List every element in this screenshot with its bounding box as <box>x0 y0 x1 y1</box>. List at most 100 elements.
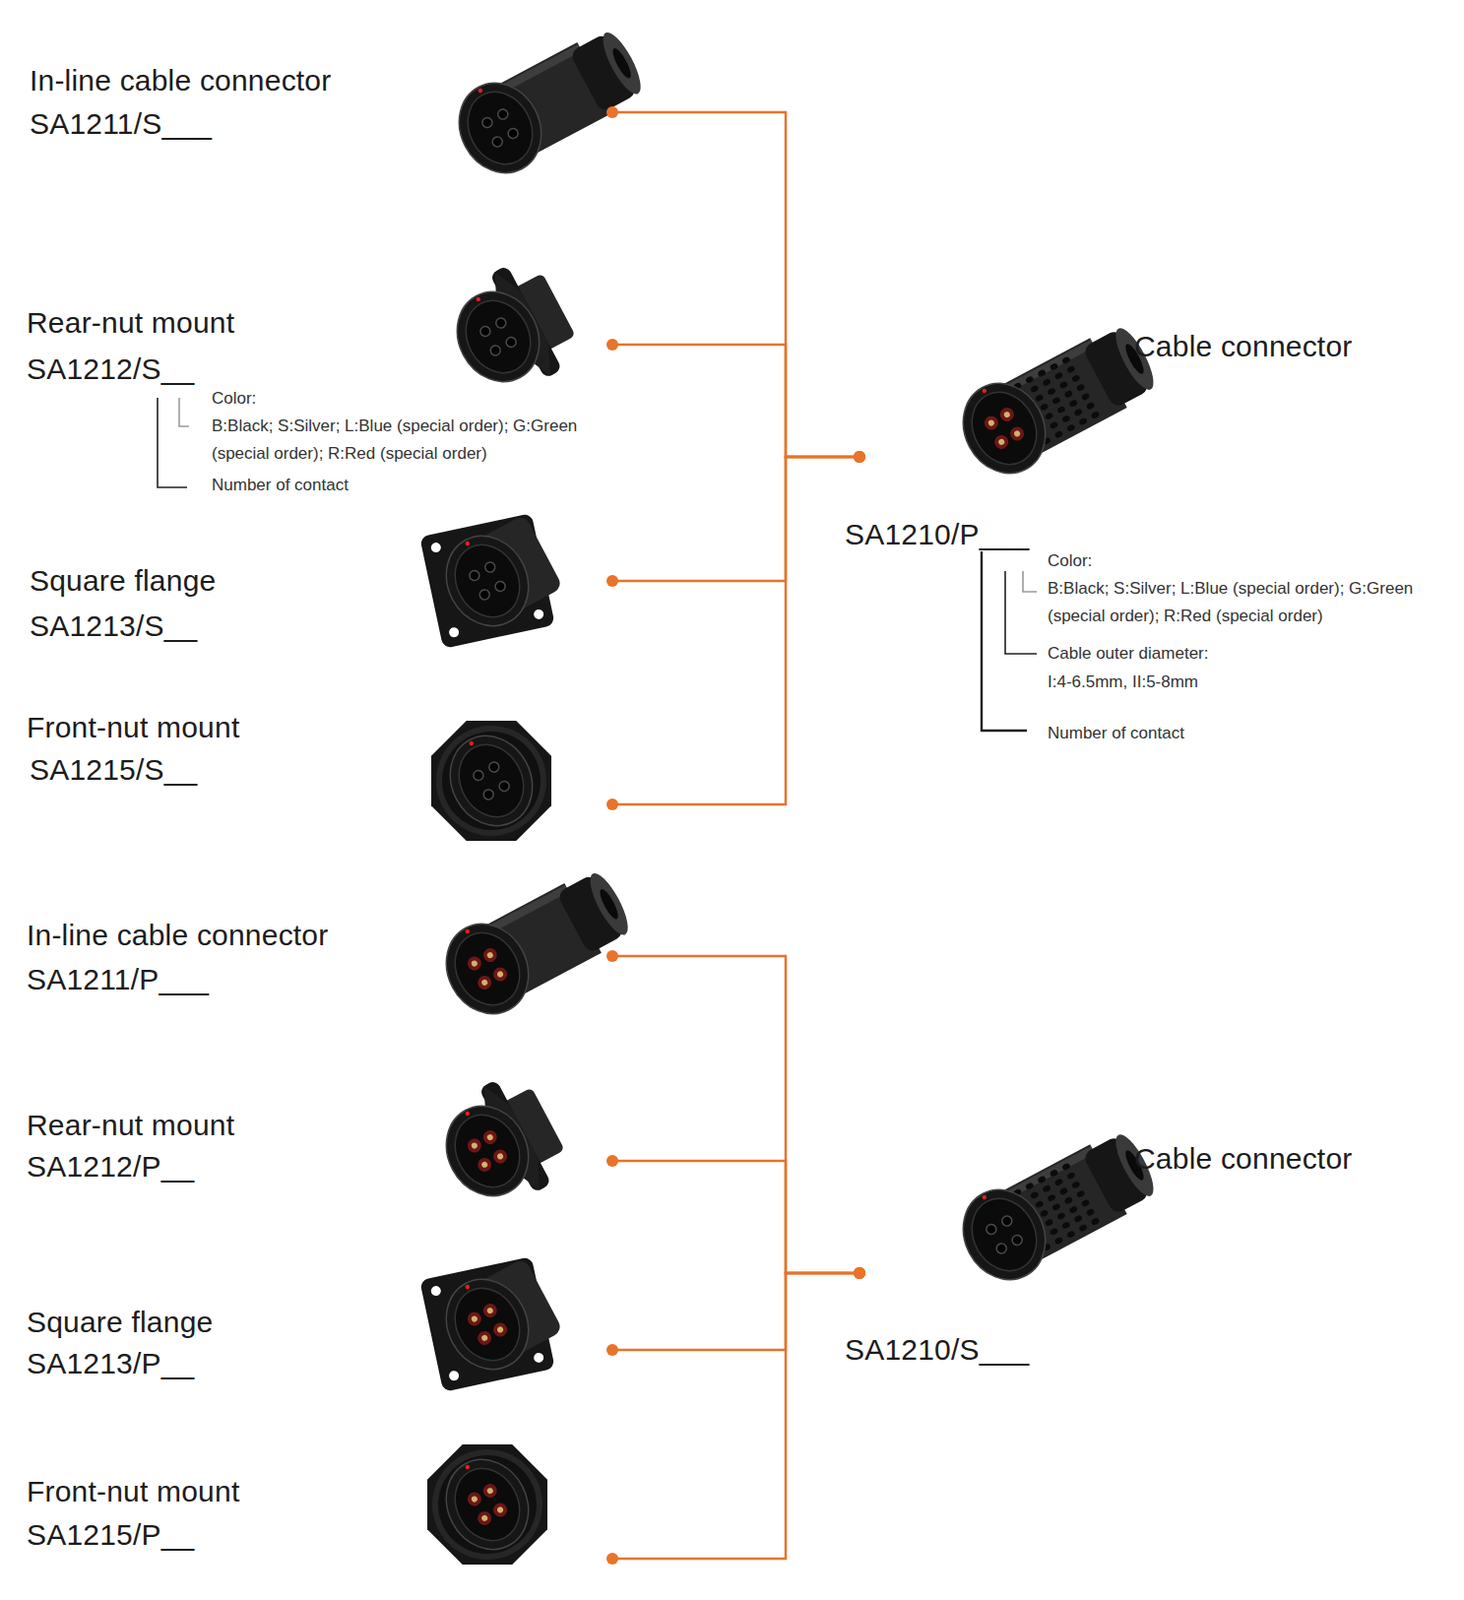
alignment-mark <box>464 928 471 935</box>
bracket-line <box>1005 571 1037 654</box>
gland-end <box>595 27 647 99</box>
grip-texture <box>1041 1184 1052 1194</box>
gland-hole <box>596 887 622 922</box>
product-name: In-line cable connector <box>26 917 382 954</box>
contact-pin <box>1013 429 1021 438</box>
pin-insulator <box>475 1154 495 1174</box>
insert-face <box>455 80 545 176</box>
product-name: Front-nut mount <box>26 709 382 746</box>
grip-texture <box>1046 1193 1057 1203</box>
connector-group <box>606 1154 866 1279</box>
grip-texture <box>1071 374 1082 383</box>
grip-texture <box>1049 362 1060 372</box>
annotation-text: Color: <box>1047 547 1462 575</box>
contact-pin <box>480 1334 489 1342</box>
product-name: Square flange <box>26 1304 382 1340</box>
grip-texture <box>1090 410 1101 420</box>
pin-insulator <box>1008 424 1027 444</box>
connector-dot <box>606 1343 619 1356</box>
contact-socket <box>471 768 486 783</box>
grip-texture <box>1061 1161 1072 1171</box>
contact-pin <box>486 1133 495 1142</box>
product-name: Square flange <box>29 563 384 599</box>
part-number: SA1211/S___ <box>29 106 384 142</box>
connector-face <box>948 1175 1062 1295</box>
alignment-mark <box>981 387 988 394</box>
grip-texture <box>1051 1202 1062 1211</box>
product-node: Rear-nut mountSA1212/P__ <box>24 1082 613 1221</box>
connector-face <box>431 1091 545 1211</box>
grip-texture <box>1066 365 1077 375</box>
contact-pin <box>496 1505 505 1514</box>
connector-dot <box>853 1267 866 1279</box>
grip-texture <box>1068 398 1079 408</box>
connector-face <box>948 369 1062 489</box>
contact-pin <box>496 969 505 978</box>
product-node: Square flangeSA1213/S__ <box>24 521 613 650</box>
grip-texture <box>1061 1220 1072 1230</box>
contact-pin <box>997 438 1006 446</box>
contact-socket <box>477 587 492 602</box>
connector-group <box>606 1267 866 1565</box>
alignment-mark <box>464 1283 471 1290</box>
connector-line <box>612 456 860 805</box>
annotation-text: Color: <box>211 384 626 413</box>
pin-insulator <box>464 1309 484 1329</box>
contact-socket <box>496 107 510 122</box>
contact-socket <box>481 787 496 802</box>
alignment-mark <box>464 1110 471 1117</box>
connector-dot <box>853 450 866 463</box>
grip-texture <box>1056 405 1067 415</box>
connector-illustration <box>419 512 564 649</box>
pin-insulator <box>464 1489 484 1509</box>
alignment-mark <box>468 740 475 747</box>
grip-texture <box>1044 411 1055 421</box>
front-nut <box>427 1444 548 1565</box>
connector-illustration <box>419 1256 564 1393</box>
part-number: SA1213/P__ <box>26 1345 382 1382</box>
product-name: In-line cable connector <box>29 63 384 99</box>
grip-texture <box>1046 386 1057 396</box>
alignment-mark <box>464 1464 471 1470</box>
contact-socket <box>487 760 502 774</box>
connector-illustration <box>442 252 587 396</box>
part-number: SA1211/P___ <box>26 961 382 998</box>
insert-face <box>443 1103 532 1199</box>
connector-group <box>606 450 866 587</box>
grip-texture <box>1081 391 1091 401</box>
connector-line <box>612 112 860 457</box>
grip-texture <box>1081 1198 1091 1208</box>
contact-pin <box>1003 410 1012 419</box>
grip-texture <box>1054 1177 1065 1187</box>
grip-texture <box>1066 1229 1077 1239</box>
alignment-mark <box>475 296 482 303</box>
grip-texture <box>1066 423 1077 433</box>
grip-texture <box>1058 380 1069 389</box>
product-node: Cable connectorSA1210/S___ <box>859 1132 1411 1374</box>
grip-texture <box>1071 1180 1082 1190</box>
grip-texture <box>1078 1223 1088 1233</box>
annotation-text: Number of contact <box>211 471 626 500</box>
grip-texture <box>1034 393 1045 403</box>
product-node: Front-nut mountSA1215/S__ <box>24 699 613 857</box>
connector-group <box>606 950 866 1279</box>
product-node: Front-nut mountSA1215/P__ <box>24 1427 613 1586</box>
part-number: SA1215/P__ <box>26 1517 382 1553</box>
contact-socket <box>493 579 508 594</box>
contact-pin <box>486 1486 495 1495</box>
grip-texture <box>1090 1216 1101 1226</box>
contact-pin <box>496 1325 505 1334</box>
part-number: SA1213/S__ <box>29 608 384 644</box>
grip-texture <box>1053 430 1064 440</box>
mounting-hole <box>532 608 545 621</box>
contact-socket <box>480 116 495 130</box>
grip-texture <box>1036 1174 1047 1184</box>
connector-dot <box>606 1154 619 1167</box>
connector-dot <box>853 450 866 463</box>
grip-texture <box>1063 1196 1074 1206</box>
grip-texture <box>1034 1200 1045 1210</box>
product-node: Square flangeSA1213/P__ <box>24 1270 613 1394</box>
mounting-hole <box>532 1351 545 1364</box>
contact-socket <box>994 1241 1009 1256</box>
